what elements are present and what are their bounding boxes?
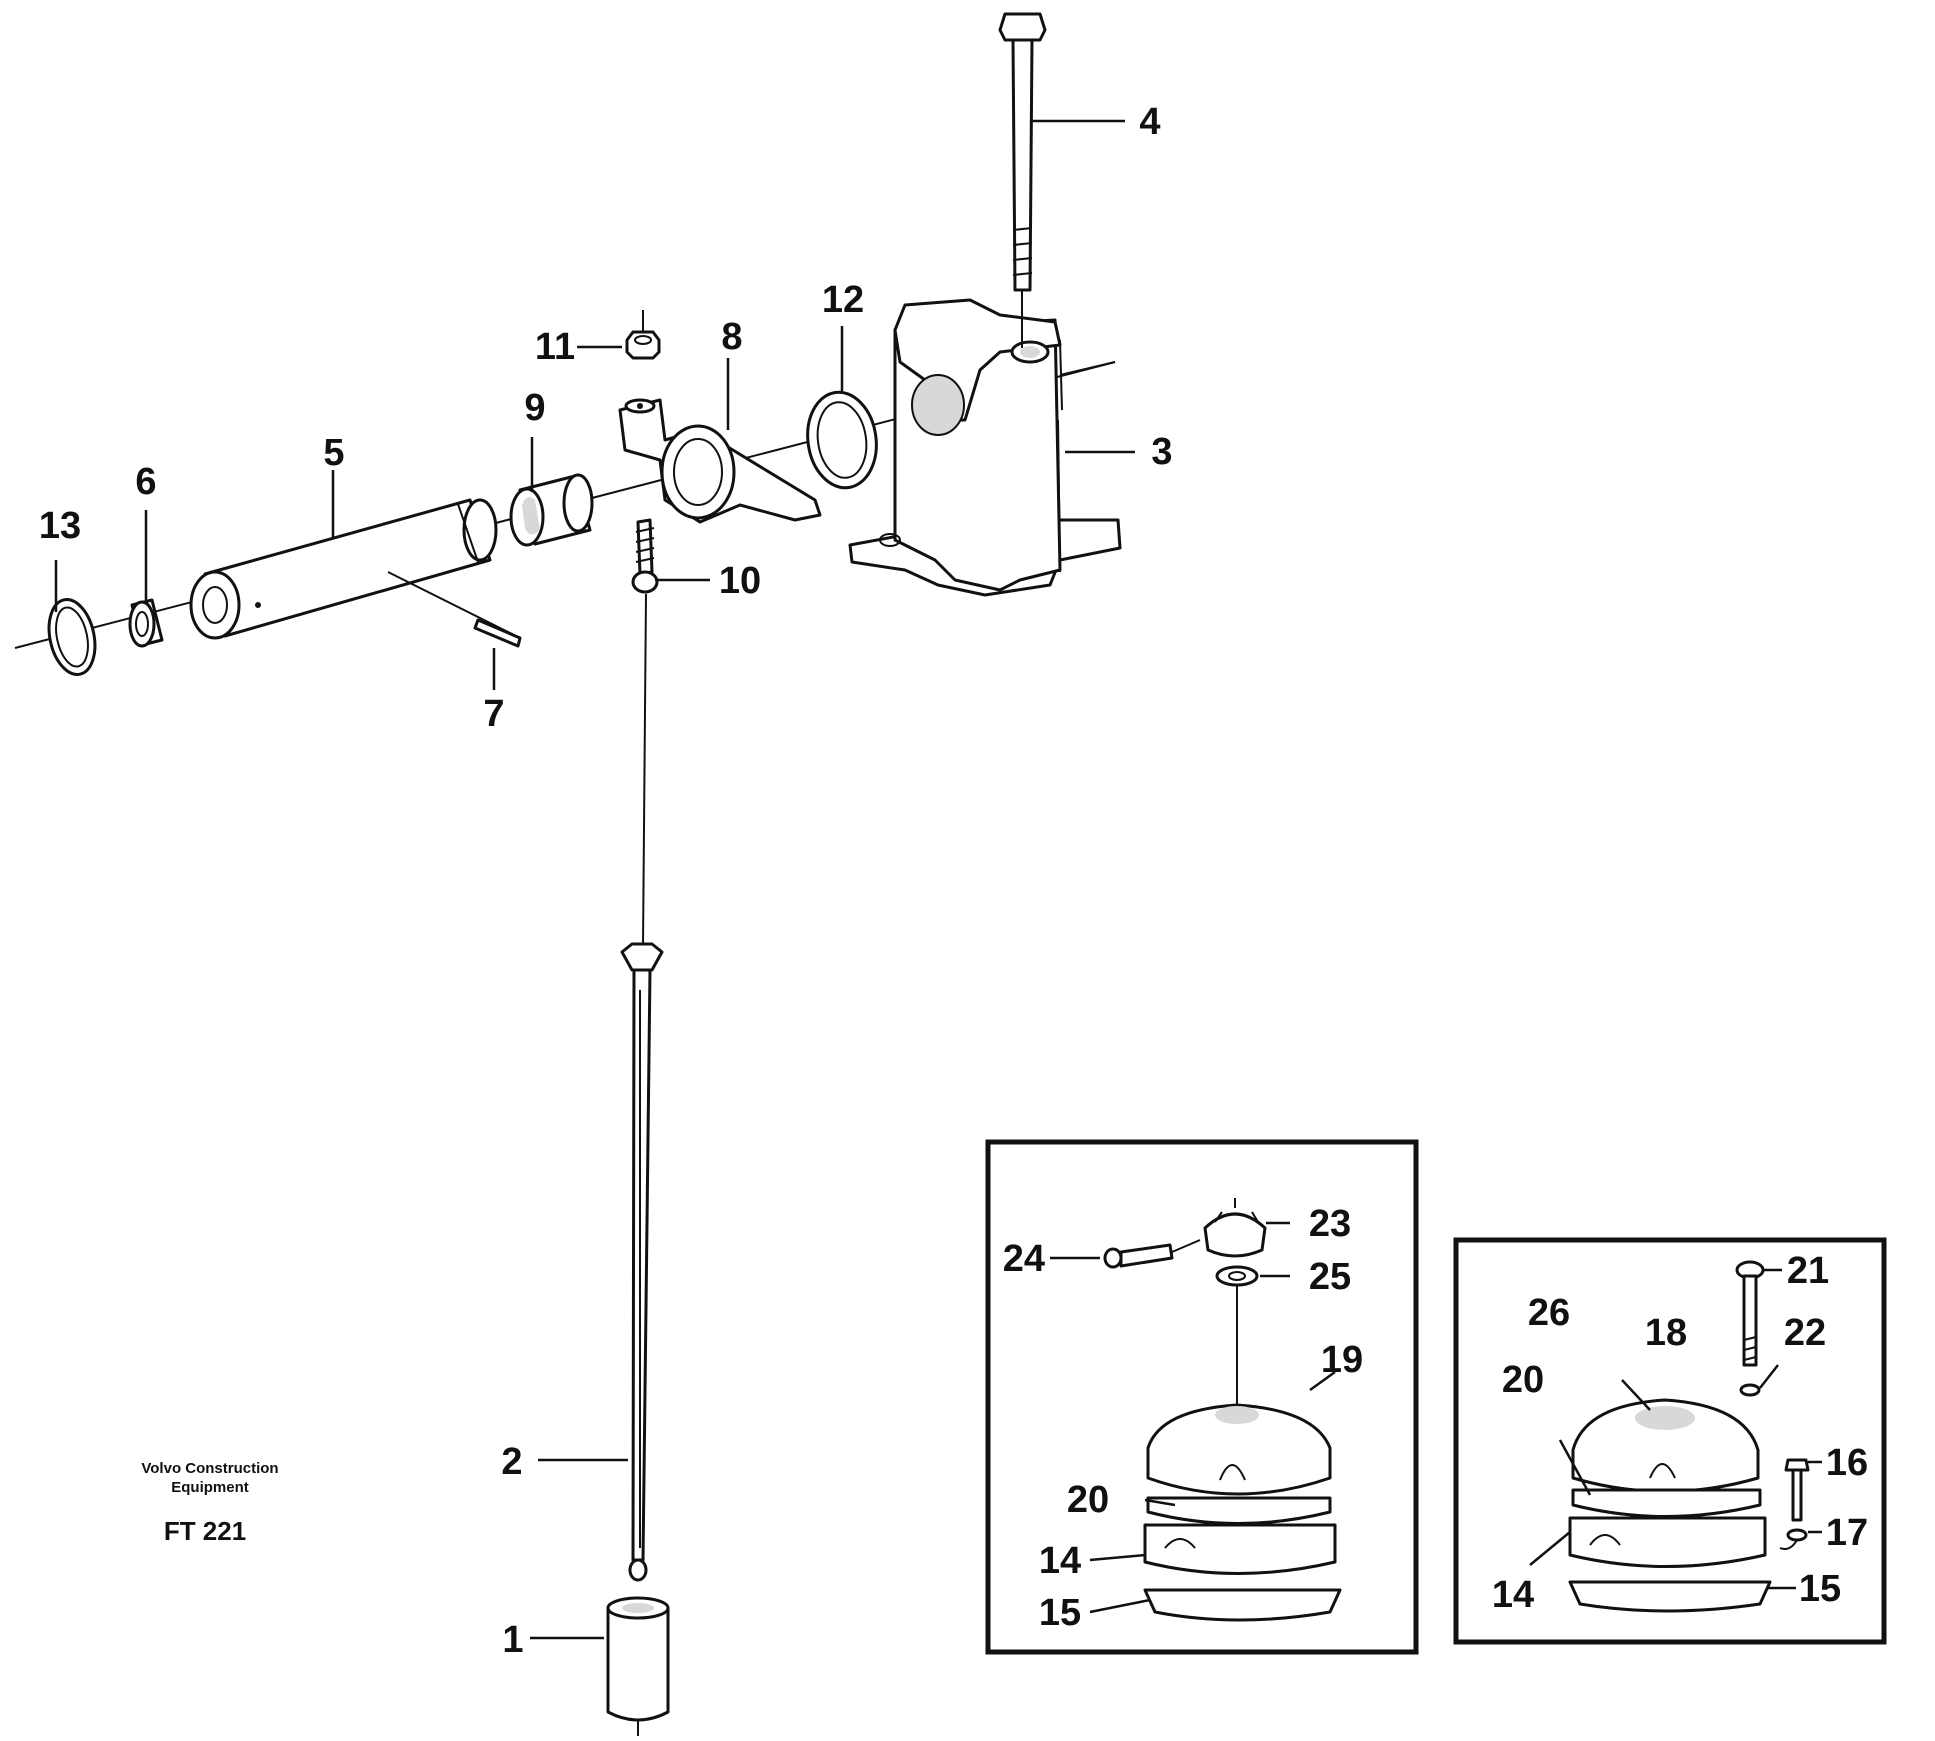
callout-b-18: 18 [1645,1312,1687,1354]
callout-3: 3 [1151,431,1172,473]
callout-11: 11 [535,326,575,368]
leader-lines-main [54,119,1135,1640]
long-bolt-part [998,12,1047,348]
sleeve-part [509,473,594,547]
callout-a-19: 19 [1321,1339,1363,1381]
callout-5: 5 [323,432,344,474]
callouts-main: 4 3 5 6 13 9 8 12 11 10 7 2 1 [39,101,1173,1661]
rocker-arm-part [618,398,822,524]
callout-9: 9 [524,387,545,429]
tappet-part [606,1596,670,1736]
callout-10: 10 [719,560,761,602]
callout-b-15: 15 [1799,1568,1841,1610]
callout-13: 13 [39,505,81,547]
callout-8: 8 [721,316,742,358]
rocker-bracket-part [848,298,1122,597]
callout-1: 1 [502,1619,523,1661]
callout-a-24: 24 [1003,1238,1045,1280]
callout-2: 2 [501,1441,522,1483]
nut-part [625,310,661,360]
pin-part [387,571,522,690]
caption-figure-code: FT 221 [164,1516,246,1546]
callout-b-22: 22 [1784,1312,1826,1354]
figure-caption: Volvo Construction Equipment FT 221 [141,1460,278,1546]
callout-a-20: 20 [1067,1479,1109,1521]
push-rod-part [620,593,664,1582]
inset-b-valve-cover: 21 22 26 18 20 16 17 14 15 [1453,1237,1887,1645]
callout-b-26: 26 [1528,1292,1570,1334]
small-bushing-part [128,598,164,648]
callout-b-17: 17 [1826,1512,1868,1554]
callout-4: 4 [1139,101,1160,143]
circlip-part [47,598,97,676]
rocker-shaft-part [189,498,498,640]
caption-company-line1: Volvo Construction [141,1460,278,1477]
callout-b-20: 20 [1502,1359,1544,1401]
callout-b-21: 21 [1787,1250,1829,1292]
callout-a-23: 23 [1309,1203,1351,1245]
adjusting-screw-part [631,518,659,594]
callout-12: 12 [822,279,864,321]
callout-b-14: 14 [1492,1574,1534,1616]
inset-a-oil-filler-cover: 23 24 25 19 20 14 15 [985,1139,1419,1655]
washer-ring-part [806,390,878,490]
callout-a-25: 25 [1309,1256,1351,1298]
callout-b-16: 16 [1826,1442,1868,1484]
callout-a-15: 15 [1039,1592,1081,1634]
callout-7: 7 [483,693,504,735]
caption-company-line2: Equipment [171,1479,249,1496]
callout-6: 6 [135,461,156,503]
callout-a-14: 14 [1039,1540,1081,1582]
